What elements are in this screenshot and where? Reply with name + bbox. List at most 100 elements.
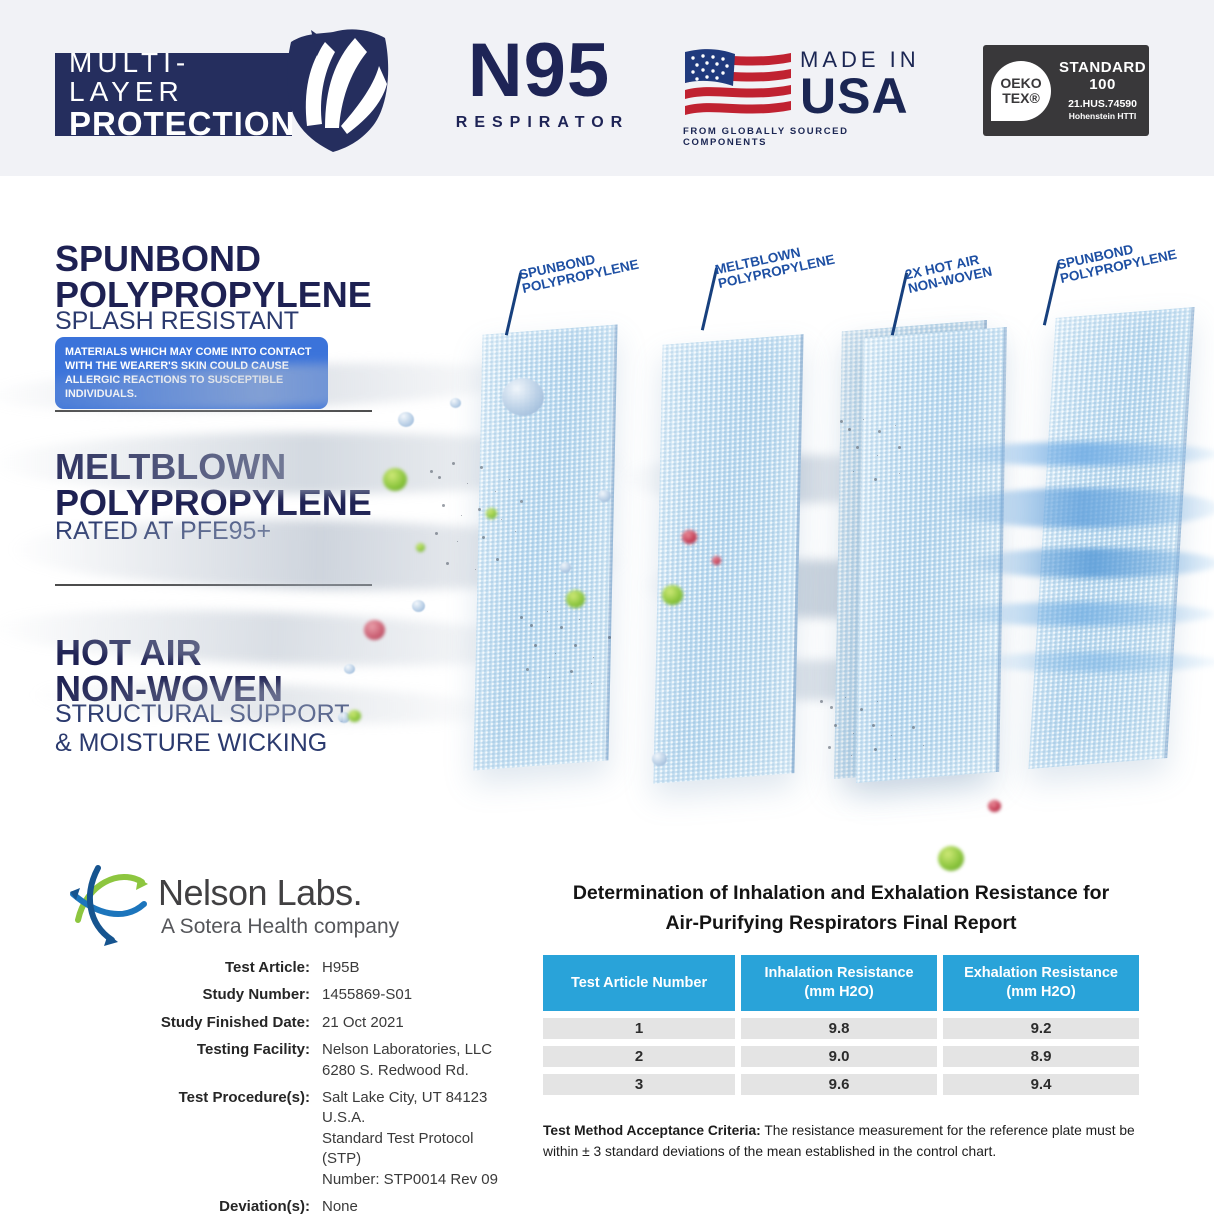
nelson-labs-logo-icon <box>68 862 150 953</box>
oeko-logo-line2: TEX® <box>1002 89 1040 106</box>
section-hotair-subtitle: STRUCTURAL SUPPORT & MOISTURE WICKING <box>55 700 349 758</box>
detail-value: 21 Oct 2021 <box>322 1013 404 1031</box>
clean-air-streak <box>950 602 1214 626</box>
detail-value: H95B <box>322 959 360 976</box>
detail-label: Deviation(s): <box>219 1197 310 1215</box>
detail-value: Nelson Laboratories, LLC 6280 S. Redwood… <box>322 1041 493 1079</box>
detail-row: Study Number: 1455869-S01 <box>85 985 515 1005</box>
allergen-particle <box>383 468 407 491</box>
virus-particle <box>364 620 385 640</box>
water-droplet <box>450 398 461 408</box>
report-title-line2: Air-Purifying Respirators Final Report <box>665 912 1017 935</box>
section-spunbond-subtitle: SPLASH RESISTANT <box>55 307 300 335</box>
clean-air-streak <box>970 652 1214 672</box>
detail-label: Study Finished Date: <box>160 1013 310 1031</box>
virus-particle <box>988 800 1001 812</box>
banner-line2: PROTECTION <box>69 104 296 142</box>
oeko-org: Hohenstein HTTI <box>1068 111 1137 121</box>
table-header-cell: Test Article Number <box>543 955 736 1012</box>
detail-label: Test Procedure(s): <box>178 1088 310 1106</box>
table-row: 2 9.0 8.9 <box>543 1046 1139 1068</box>
layer-sheet-spunbond-inner <box>1028 306 1195 770</box>
table-header-cell: Inhalation Resistance (mm H2O) <box>741 955 938 1012</box>
oeko-logo-line1: OEKO <box>1000 74 1042 91</box>
test-details-list: Test Article: H95B Study Number: 1455869… <box>85 958 515 1224</box>
label-leader-line <box>700 267 719 331</box>
detail-row: Test Article: H95B <box>85 958 515 978</box>
layer-sheet-spunbond-outer <box>473 324 618 771</box>
water-droplet <box>598 490 611 502</box>
allergen-particle <box>662 585 683 605</box>
nelson-labs-wordmark: Nelson Labs. <box>158 872 363 913</box>
detail-row: Testing Facility: Nelson Laboratories, L… <box>85 1040 515 1081</box>
section-hotair-subtitle-line2: & MOISTURE WICKING <box>55 728 328 757</box>
dust-particles <box>520 616 523 619</box>
detail-label: Testing Facility: <box>196 1041 310 1059</box>
table-cell: 8.9 <box>943 1046 1139 1068</box>
report-title: Determination of Inhalation and Exhalati… <box>543 878 1139 938</box>
diagram-label-spunbond-inner: SPUNBOND POLYPROPYLENE <box>1056 234 1178 287</box>
oeko-tex-droplet-icon: OEKO TEX® <box>991 60 1051 121</box>
allergen-particle <box>348 710 361 722</box>
banner-line1: MULTI-LAYER <box>69 46 191 108</box>
acceptance-criteria-note: Test Method Acceptance Criteria: The res… <box>543 1121 1143 1162</box>
water-droplet <box>412 600 425 612</box>
section-divider <box>55 410 372 412</box>
virus-particle <box>712 556 721 565</box>
table-header-row: Test Article Number Inhalation Resistanc… <box>543 955 1139 1012</box>
table-cell: 1 <box>543 1018 736 1040</box>
water-droplet <box>398 412 414 427</box>
dust-particles <box>820 700 823 703</box>
detail-value: 1455869-S01 <box>322 986 413 1004</box>
made-in-usa-tagline: FROM GLOBALLY SOURCED COMPONENTS <box>683 126 849 148</box>
water-droplet <box>502 378 544 416</box>
dust-particles <box>430 470 433 473</box>
detail-row: Test Procedure(s): Salt Lake City, UT 84… <box>85 1088 515 1190</box>
section-spunbond-title-line1: SPUNBOND <box>55 238 262 279</box>
nelson-labs-tagline: A Sotera Health company <box>161 915 400 938</box>
oeko-cert-number: 21.HUS.74590 <box>1068 98 1137 110</box>
usa-flag-icon <box>683 46 793 131</box>
clean-air-streak <box>950 442 1214 466</box>
table-cell: 9.6 <box>741 1074 938 1096</box>
oeko-standard-label: STANDARD <box>1059 59 1147 76</box>
table-cell: 2 <box>543 1046 736 1068</box>
results-report: Determination of Inhalation and Exhalati… <box>543 878 1139 1163</box>
diagram-label-spunbond-outer: SPUNBOND POLYPROPYLENE <box>518 244 640 297</box>
table-cell: 9.0 <box>741 1046 938 1068</box>
allergen-particle <box>938 846 964 871</box>
report-title-line1: Determination of Inhalation and Exhalati… <box>572 882 1110 904</box>
table-row: 3 9.6 9.4 <box>543 1074 1139 1096</box>
section-spunbond-title: SPUNBOND POLYPROPYLENE <box>55 241 372 312</box>
label-leader-line <box>504 272 523 336</box>
clean-air-streak <box>965 548 1214 578</box>
clean-air-streak <box>945 488 1214 528</box>
shield-layers-icon <box>281 26 393 157</box>
water-droplet <box>344 664 355 674</box>
table-header-cell: Exhalation Resistance (mm H2O) <box>943 955 1139 1012</box>
made-in-label: MADE IN <box>800 47 920 72</box>
table-cell: 9.2 <box>943 1018 1139 1040</box>
layer-sheet-meltblown <box>653 334 804 784</box>
n95-title: N95 <box>467 28 611 113</box>
diagram-label-hotair: 2X HOT AIR NON-WOVEN <box>904 251 994 297</box>
n95-respirator-mark: N95 RESPIRATOR <box>444 28 634 132</box>
table-cell: 9.4 <box>943 1074 1139 1096</box>
dust-particles <box>840 420 843 423</box>
label-leader-line <box>1042 262 1061 326</box>
detail-row: Study Finished Date: 21 Oct 2021 <box>85 1013 515 1033</box>
detail-value: None <box>322 1197 358 1215</box>
section-spunbond-title-line2: POLYPROPYLENE <box>55 273 372 315</box>
table-cell: 9.8 <box>741 1018 938 1040</box>
multi-layer-protection-badge: MULTI-LAYER PROTECTION <box>55 48 294 140</box>
section-hotair-subtitle-line1: STRUCTURAL SUPPORT <box>55 700 349 729</box>
water-droplet <box>338 712 350 723</box>
table-row: 1 9.8 9.2 <box>543 1018 1139 1040</box>
acceptance-criteria-label: Test Method Acceptance Criteria: <box>543 1123 761 1139</box>
oeko-tex-badge: OEKO TEX® STANDARD 100 21.HUS.74590 Hohe… <box>983 45 1149 136</box>
allergen-particle <box>566 590 585 608</box>
diagram-label-meltblown: MELTBLOWN POLYPROPYLENE <box>714 239 836 292</box>
water-droplet <box>560 562 571 573</box>
detail-value: Salt Lake City, UT 84123 U.S.A. Standard… <box>322 1088 498 1188</box>
acceptance-criteria-text: The resistance measurement for the refer… <box>543 1123 1135 1160</box>
